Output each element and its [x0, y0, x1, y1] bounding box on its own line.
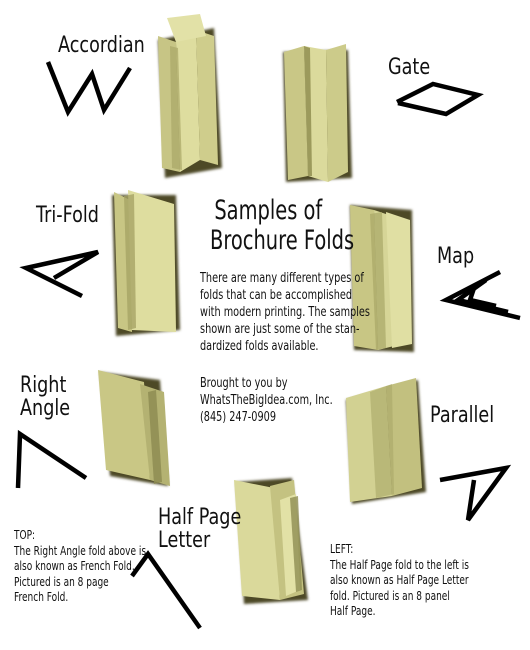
right-angle-label-line1: Right [20, 373, 67, 398]
credit-line: (845) 247-0909 [200, 409, 277, 425]
note-line: LEFT: [330, 541, 354, 556]
parallel-fold-diagram [439, 464, 512, 522]
gate-fold-diagram [395, 81, 484, 117]
left-note: LEFT: The Half Page fold to the left is … [330, 541, 469, 619]
map-fold-diagram [439, 270, 521, 321]
note-line: The Half Page fold to the left is [330, 556, 469, 572]
half-page-label-line2: Letter [158, 528, 211, 554]
intro-paragraph: There are many different types of folds … [200, 270, 370, 355]
trifold-fold-diagram [19, 249, 100, 299]
right-angle-label-line2: Angle [20, 396, 71, 422]
title-line2: Brochure Folds [210, 224, 355, 256]
gate-brochure-image [283, 44, 352, 182]
note-line: French Fold. [14, 589, 69, 604]
gate-label: Gate [388, 55, 431, 80]
intro-line: folds that can be accomplished [200, 287, 353, 303]
title-line1: Samples of [214, 195, 323, 226]
top-note: TOP: The Right Angle fold above is also … [14, 527, 146, 605]
credit-line: WhatsTheBigIdea.com, Inc. [200, 392, 333, 408]
note-line: The Right Angle fold above is [14, 542, 147, 558]
intro-line: shown are just some of the stan- [200, 321, 360, 337]
page-title: Samples of Brochure Folds [210, 196, 354, 255]
parallel-label: Parallel [430, 403, 495, 428]
note-line: also known as Half Page Letter [330, 572, 469, 587]
half-page-letter-label: Half Page Letter [158, 506, 241, 552]
note-line: Pictured is an 8 page [14, 573, 109, 589]
half-page-label-line1: Half Page [158, 505, 242, 530]
intro-line: with modern printing. The samples [200, 304, 370, 320]
note-line: TOP: [14, 527, 36, 542]
trifold-label: Tri-Fold [36, 203, 99, 228]
right-angle-label: Right Angle [20, 374, 70, 420]
credit-line: Brought to you by [200, 375, 288, 391]
accordian-label: Accordian [58, 33, 145, 58]
map-label: Map [437, 244, 475, 269]
right-angle-brochure-image [98, 370, 170, 486]
half-page-fold-diagram [130, 550, 202, 630]
half-page-letter-brochure-image [234, 478, 308, 604]
accordian-brochure-image [158, 14, 222, 178]
note-line: fold. Pictured is an 8 panel [330, 587, 450, 603]
right-angle-fold-diagram [15, 429, 88, 489]
credit-block: Brought to you by WhatsTheBigIdea.com, I… [200, 375, 333, 426]
parallel-brochure-image [346, 378, 426, 504]
intro-line: There are many different types of [200, 270, 364, 286]
note-line: also known as French Fold. [14, 558, 135, 573]
accordian-fold-diagram [45, 61, 132, 117]
note-line: Half Page. [330, 603, 376, 618]
trifold-brochure-image [112, 190, 180, 336]
intro-line: dardized folds available. [200, 338, 319, 354]
map-brochure-image [350, 205, 414, 352]
